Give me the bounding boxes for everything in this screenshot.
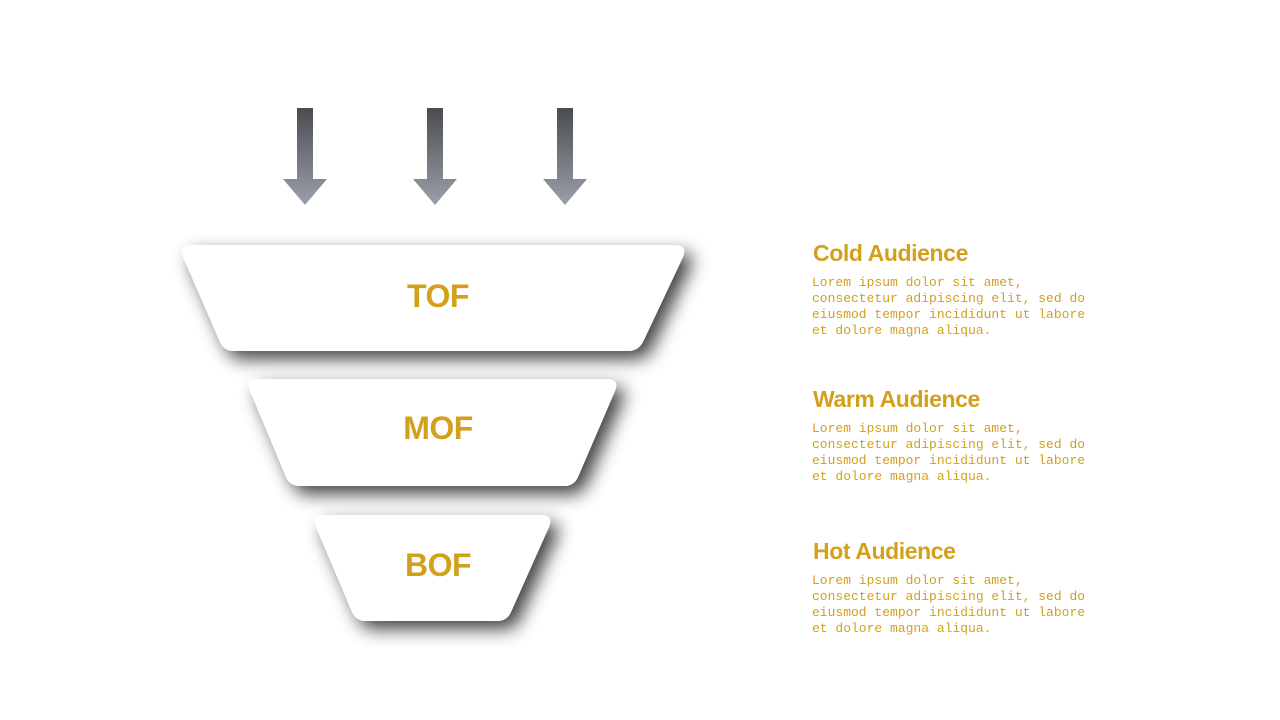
description-body: Lorem ipsum dolor sit amet, consectetur … (812, 573, 1086, 636)
arrow-down-icon (413, 108, 457, 205)
description-title: Hot Audience (813, 538, 956, 564)
funnel-stage-label: MOF (403, 410, 473, 446)
description-cold: Cold Audience Lorem ipsum dolor sit amet… (812, 240, 1112, 339)
arrow-down-icon (283, 108, 327, 205)
funnel-stage-bof-label-box: BOF (180, 545, 696, 585)
description-hot: Hot Audience Lorem ipsum dolor sit amet,… (812, 538, 1112, 637)
funnel-stage-label: BOF (404, 547, 472, 583)
funnel-stage-label: TOF (407, 278, 469, 314)
arrow-down-icon (543, 108, 587, 205)
funnel-stage-bof (314, 515, 551, 621)
funnel-stage-mof-label-box: MOF (180, 408, 696, 448)
description-body: Lorem ipsum dolor sit amet, consectetur … (812, 275, 1086, 338)
description-warm: Warm Audience Lorem ipsum dolor sit amet… (812, 386, 1112, 485)
description-title: Warm Audience (813, 386, 980, 412)
funnel-stage-tof (181, 245, 685, 351)
funnel-stage-tof-label-box: TOF (180, 276, 696, 316)
funnel-stage-mof (248, 379, 617, 486)
description-body: Lorem ipsum dolor sit amet, consectetur … (812, 421, 1086, 484)
description-title: Cold Audience (813, 240, 968, 266)
